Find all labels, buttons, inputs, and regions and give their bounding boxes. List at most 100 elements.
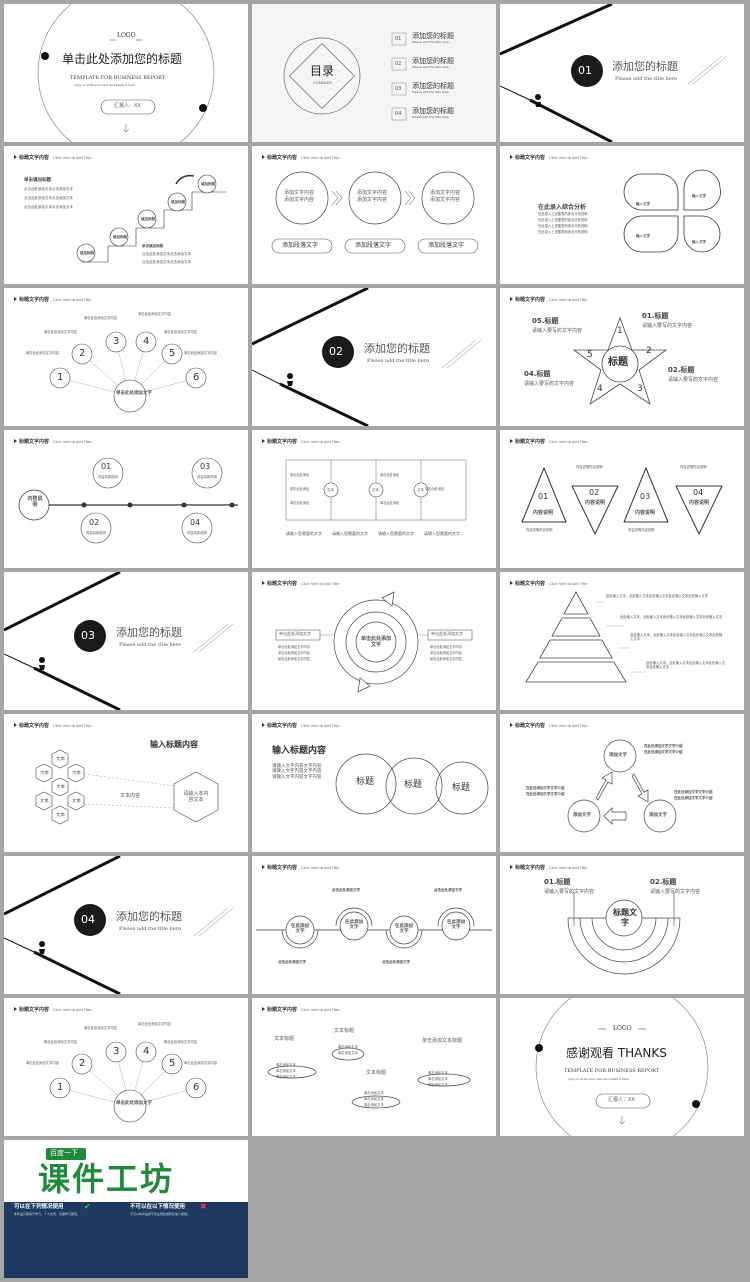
hex-cell-6: 文本 xyxy=(72,799,81,804)
semi-item-1-text: 请输入要写的文字内容 xyxy=(544,889,595,895)
section-title: 添加您的标题 xyxy=(612,60,678,73)
cycle-left-box[interactable]: 单击此处添加文字 xyxy=(279,631,311,636)
tri-num-4: 04 xyxy=(693,488,704,497)
slide-ad[interactable]: 百度一下 课件工坊 可以在下列情况使用 ✔ 本作品只能用于学习、个人交流，仅做学… xyxy=(4,1140,248,1278)
hex-mid: 文本内容 xyxy=(120,793,141,799)
table-cell-3: 单击此处添加 xyxy=(290,501,310,505)
table-cell-1: 单击此处添加 xyxy=(290,473,310,477)
hex-cell-2: 文本 xyxy=(40,771,49,776)
tri-label-4: 内容说明 xyxy=(688,500,709,506)
arrow-button-1[interactable]: 添加段落文字 xyxy=(282,242,319,249)
ellipse-small-1: 单击添加文本 xyxy=(276,1063,296,1067)
clover-heading: 在此录入综合分析 xyxy=(538,204,587,211)
section-subtitle: Please add the title here xyxy=(119,642,182,648)
toc-item-2-en: Please add the title here xyxy=(412,65,449,69)
ad-left-title: 可以在下列情况使用 xyxy=(14,1204,64,1210)
hex-cell-4: 文本 xyxy=(56,785,65,790)
half-node-1: 在此添加文字 xyxy=(291,924,309,935)
star-item-5-title: 05.标题 xyxy=(532,317,559,325)
clover-line-4: 在此录入上述图表的综合分析说明 xyxy=(538,230,588,234)
toc-num-3[interactable]: 03 xyxy=(395,86,402,92)
cover-tagline: copy or write your text and paste it her… xyxy=(74,83,135,87)
cycle-right-box[interactable]: 单击此处添加文字 xyxy=(431,631,463,636)
arrow-button-2[interactable]: 添加段落文字 xyxy=(355,242,392,249)
cycle-decoration xyxy=(275,591,473,693)
slide-section-03[interactable]: 03 添加您的标题 Please add the title here xyxy=(4,572,248,710)
fan-num-6: 6 xyxy=(193,1082,200,1093)
star-num-4: 4 xyxy=(597,384,603,394)
toc-item-2[interactable]: 添加您的标题 xyxy=(412,57,454,65)
triad-text-2: 在此处添加文字文字介绍 xyxy=(644,750,683,754)
tri-label-1: 内容说明 xyxy=(533,510,554,516)
fan-num-1: 1 xyxy=(57,1082,64,1093)
timeline-sub-2: 内容具体说明 xyxy=(86,531,106,535)
toc-item-1[interactable]: 添加您的标题 xyxy=(412,32,454,40)
stairs-decoration xyxy=(76,174,226,263)
stairs-step-4: 填加标题 xyxy=(171,200,185,204)
venn-body: 请输入文字内容文字内容请输入文字内容文字内容请输入文字内容文字内容 xyxy=(272,764,322,780)
table-decoration xyxy=(285,459,467,521)
half-node-4: 在此添加文字 xyxy=(447,920,465,931)
cover-subtitle: TEMPLATE FOR BUSINESS REPORT xyxy=(70,75,166,81)
stairs-line-2: 点击此处添加文本点击添加文本 xyxy=(24,196,73,200)
toc-num-4[interactable]: 04 xyxy=(395,111,402,117)
toc-num-2[interactable]: 02 xyxy=(395,61,402,67)
fan-text-3: 单击此处添加文字内容 xyxy=(44,1040,77,1044)
slide-section-02[interactable]: 02 添加您的标题 Please add the title here xyxy=(252,288,496,426)
ellipse-title-1: 文本标题 xyxy=(274,1036,295,1042)
stairs-step-2: 填加标题 xyxy=(113,235,127,239)
slide-section-01[interactable]: 01 添加您的标题 Please add the title here xyxy=(500,4,744,142)
venn-decoration xyxy=(335,753,489,815)
toc-decoration xyxy=(283,32,407,121)
tri-label-3: 内容说明 xyxy=(635,510,656,516)
ellipse-title-3: 文本标题 xyxy=(366,1070,387,1076)
cycle-right-line-1: 单击此处添加文字内容 xyxy=(430,645,462,649)
slide-cover[interactable]: LOGO 单击此处添加您的标题 TEMPLATE FOR BUSINESS RE… xyxy=(4,4,248,142)
stairs-line-3: 点击此处添加文本点击添加文本 xyxy=(24,205,73,209)
ellipse-small-11: 单击添加文本 xyxy=(428,1083,448,1087)
stairs-heading: 单击填加标题 xyxy=(24,178,51,183)
fan-num-4: 4 xyxy=(143,1046,150,1057)
toc-item-4[interactable]: 添加您的标题 xyxy=(412,107,454,115)
slide-thanks[interactable]: LOGO 感谢观看 THANKS TEMPLATE FOR BUSINESS R… xyxy=(500,998,744,1136)
ellipse-small-6: 单击添加文本 xyxy=(364,1091,384,1095)
ellipse-small-3: 单击添加文本 xyxy=(276,1075,296,1079)
toc-item-3[interactable]: 添加您的标题 xyxy=(412,82,454,90)
logo-text: LOGO xyxy=(117,32,136,39)
hex-cell-5: 文本 xyxy=(40,799,49,804)
triad-node-1: 添加文字 xyxy=(609,753,627,758)
ad-cross-icon: ✖ xyxy=(200,1202,207,1211)
arrow-button-3[interactable]: 添加段落文字 xyxy=(428,242,465,249)
table-cell-5: 单击此处添加 xyxy=(380,501,400,505)
section-subtitle: Please add the title here xyxy=(119,926,182,932)
slide-section-04[interactable]: 04 添加您的标题 Please add the title here xyxy=(4,856,248,994)
ellipse-small-5: 单击添加文本 xyxy=(338,1051,358,1055)
toc-num-1[interactable]: 01 xyxy=(395,36,402,42)
slide-toc[interactable]: 目录 COMPANY 01 添加您的标题 Please add the titl… xyxy=(252,4,496,142)
semi-item-1-title: 01.标题 xyxy=(544,878,571,886)
section-number: 04 xyxy=(81,913,95,926)
